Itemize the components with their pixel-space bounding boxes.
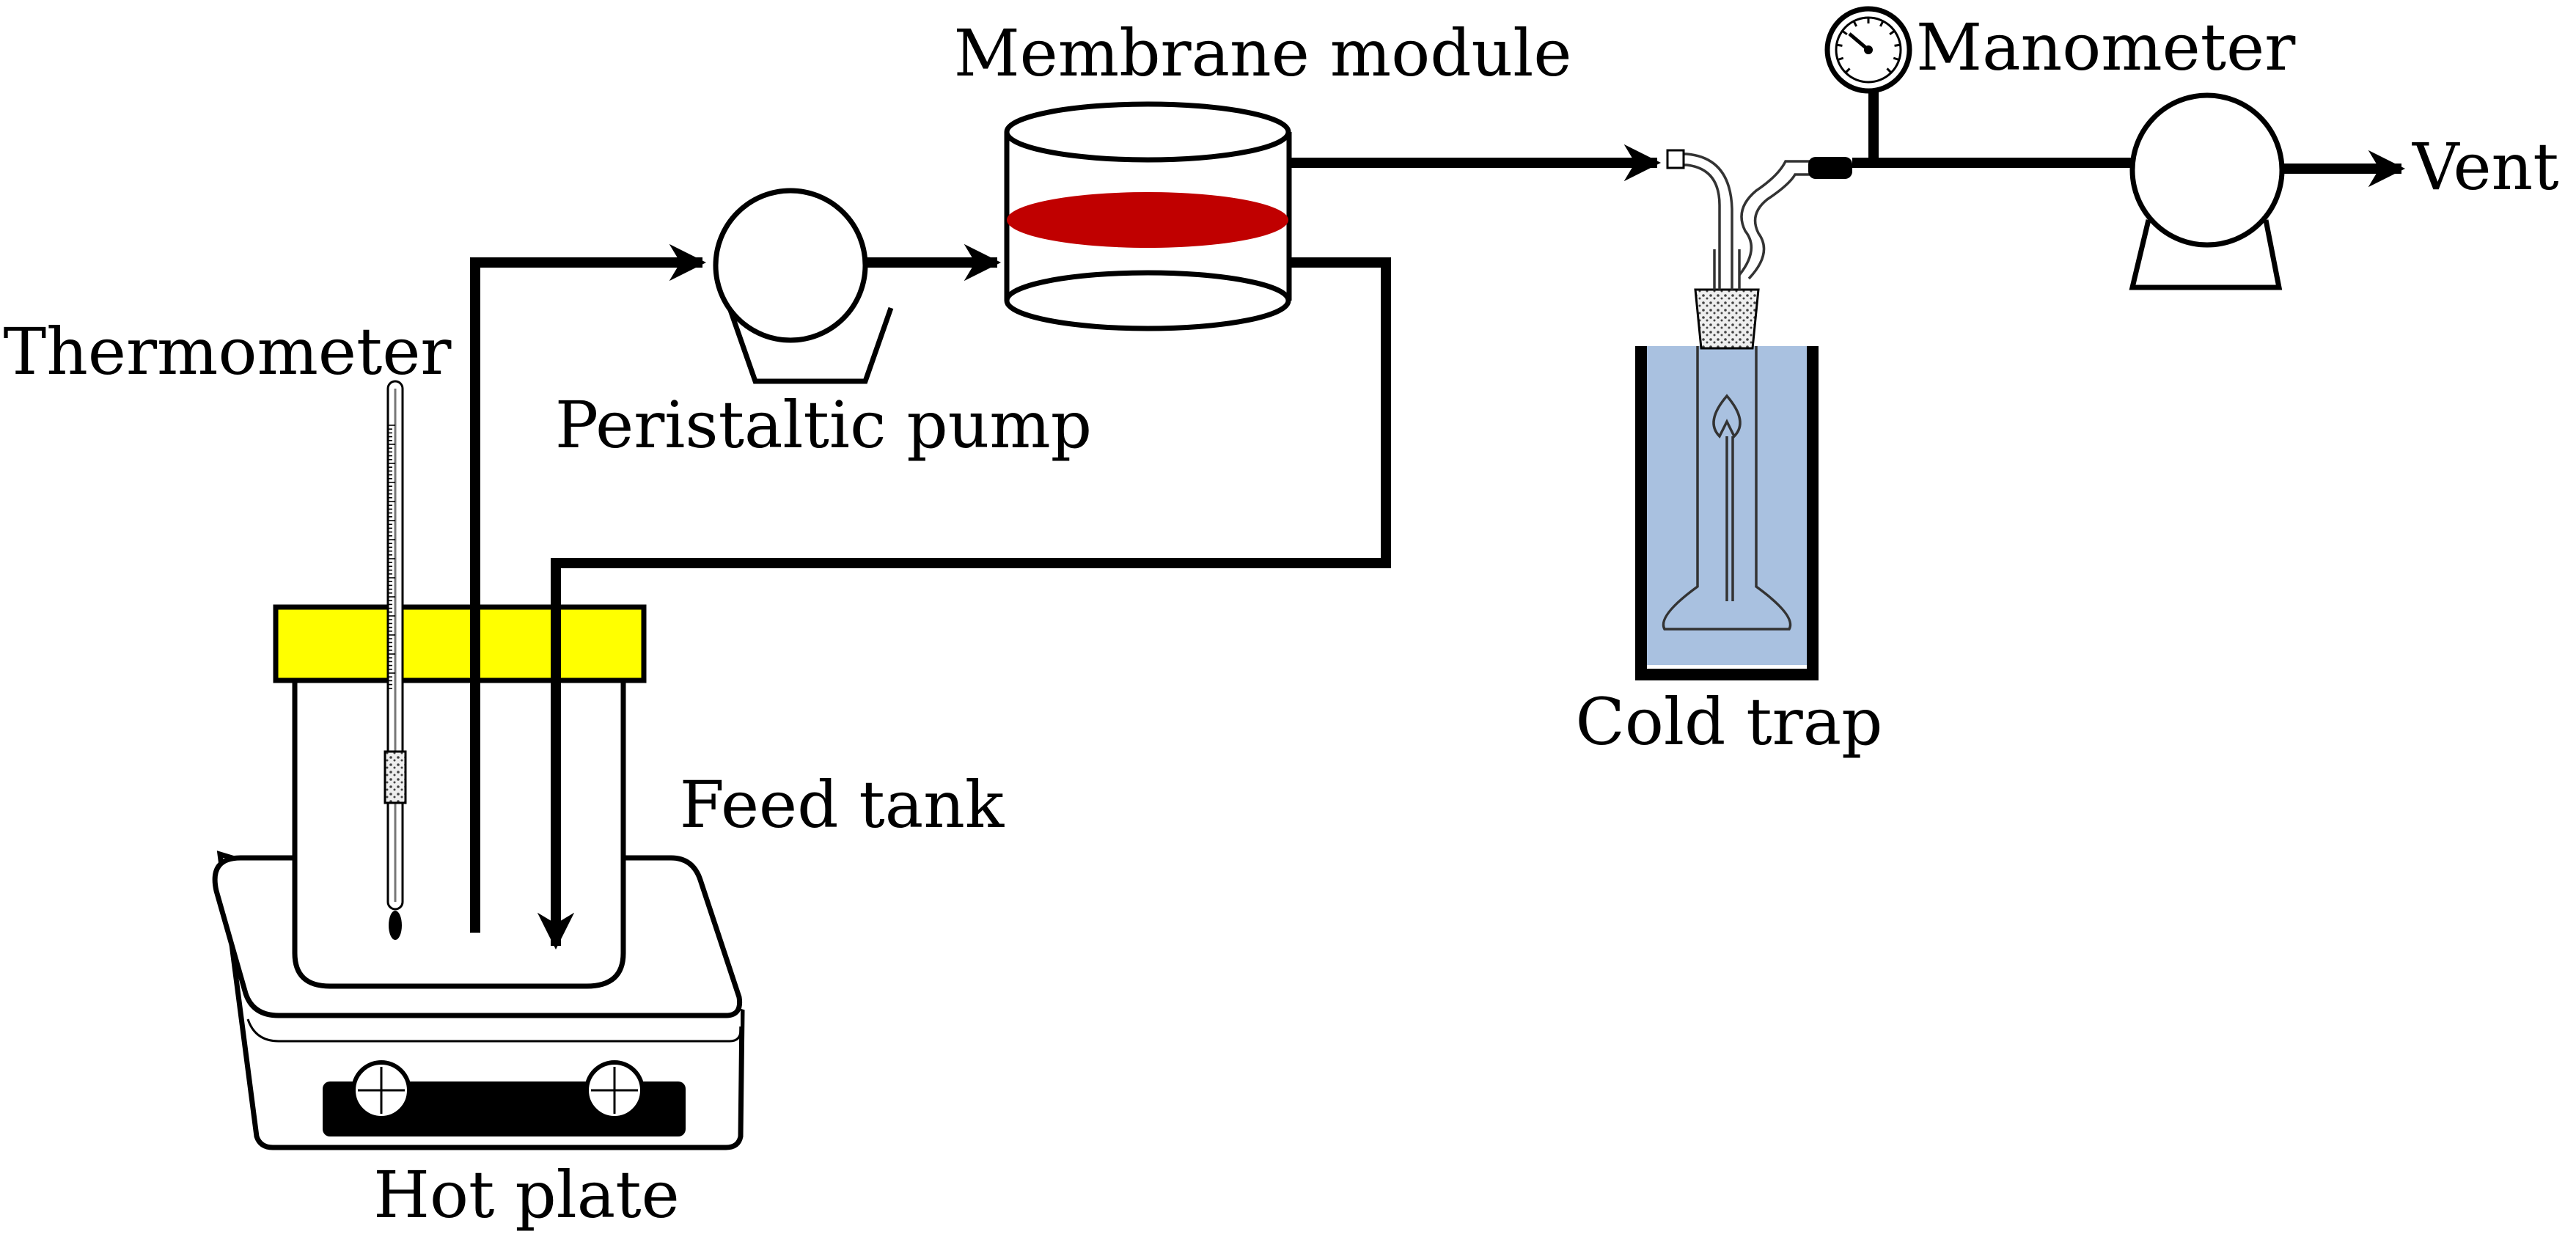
manometer-label: Manometer [1916,10,2296,85]
pipe-tank-to-pump [470,243,707,933]
feed-tank [273,604,647,989]
thermometer-label: Thermometer [4,314,452,389]
vacuum-pump[interactable] [2129,92,2285,290]
membrane-module-label: Membrane module [954,15,1572,91]
membrane-module [1004,101,1292,331]
feed-tank-label: Feed tank [680,767,1005,842]
cold-trap-label: Cold trap [1576,684,1883,760]
tank-lid [273,604,647,683]
hot-plate-label: Hot plate [373,1157,679,1233]
peristaltic-pump-label: Peristaltic pump [555,387,1092,463]
cold-trap [1635,149,1852,680]
manometer [1824,6,1912,159]
hot-plate-knob-right[interactable] [584,1060,645,1120]
thermometer [384,380,407,940]
peristaltic-pump[interactable] [713,188,894,384]
pipe-module-return [537,257,1391,950]
membrane [1007,192,1288,248]
hot-plate-knob-left[interactable] [351,1060,411,1120]
vent-label: Vent [2412,129,2559,205]
